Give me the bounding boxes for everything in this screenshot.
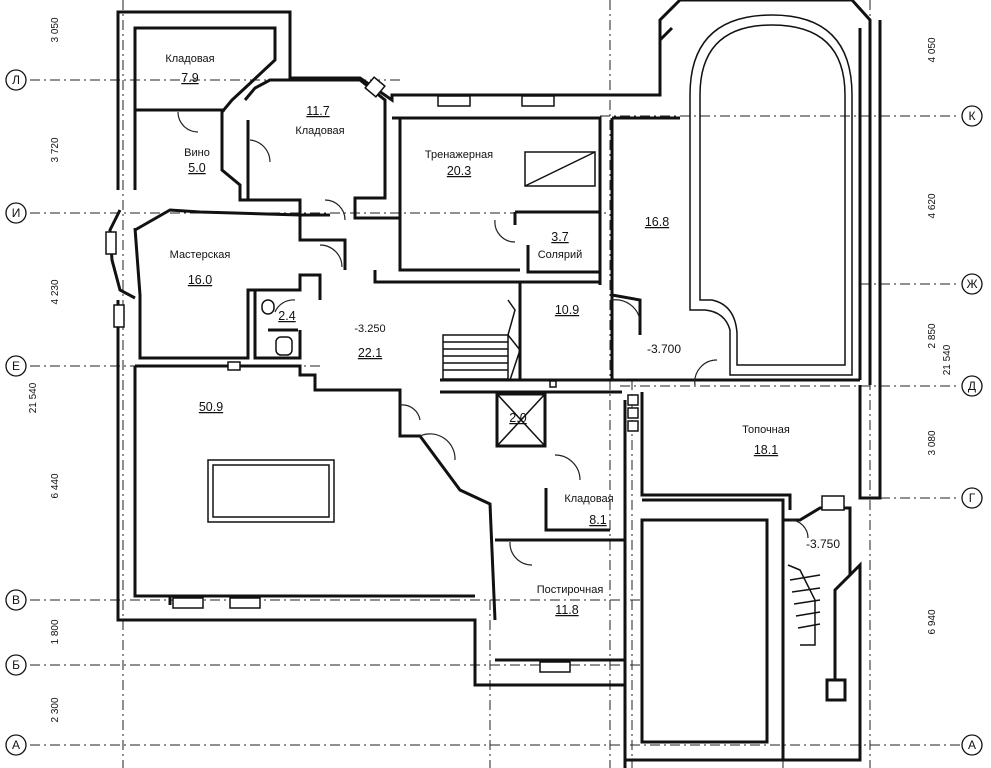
room-exit-level: -3.750	[806, 537, 840, 551]
pool-outline-inner	[699, 24, 846, 366]
room-gym-name: Тренажерная	[425, 149, 493, 161]
dim-right-2: 4 620	[927, 193, 938, 218]
axis-label-i: И	[12, 206, 21, 220]
room-lift-area: 2.0	[509, 411, 526, 425]
pool-outline-outer	[689, 14, 853, 376]
room-wine-area: 5.0	[188, 161, 205, 175]
dim-right-1: 4 050	[927, 37, 938, 62]
axis-bubble-v	[5, 589, 27, 611]
room-stair-area: 10.9	[555, 303, 579, 317]
lift-shaft	[495, 392, 547, 448]
stairs-hall	[442, 299, 521, 381]
axis-label-a-right: А	[968, 738, 976, 752]
room-hall-area: 22.1	[358, 346, 382, 360]
room-hall-level: -3.250	[354, 323, 385, 335]
room-workshop-name: Мастерская	[170, 249, 231, 261]
dim-left-4: 6 440	[50, 473, 61, 498]
room-pool-level: -3.700	[647, 342, 681, 356]
room-boiler-name: Топочная	[742, 424, 790, 436]
room-storage-low-name: Кладовая	[564, 493, 613, 505]
axis-lines	[30, 0, 960, 768]
axis-label-a-left: А	[12, 738, 20, 752]
axis-bubbles-left: Л И Е В Б А	[5, 69, 27, 756]
dim-left-5: 1 800	[50, 619, 61, 644]
dim-left-1: 3 050	[50, 17, 61, 42]
dim-left-6: 2 300	[50, 697, 61, 722]
billiard-table	[207, 459, 335, 523]
room-solarium-name: Солярий	[538, 249, 583, 261]
axis-bubble-zh	[961, 273, 983, 295]
gym-mat	[524, 151, 596, 187]
axis-label-b: Б	[12, 658, 20, 672]
room-storage-low-area: 8.1	[589, 513, 606, 527]
axis-bubbles-right: К Ж Д Г А	[961, 105, 983, 756]
room-storage-top-name: Кладовая	[165, 53, 214, 65]
dim-left-total: 21 540	[28, 382, 39, 413]
axis-label-l: Л	[12, 73, 20, 87]
axis-bubble-b	[5, 654, 27, 676]
room-billiard-area: 50.9	[199, 400, 223, 414]
room-laundry-name: Постирочная	[537, 584, 604, 596]
axis-label-d: Д	[968, 379, 976, 393]
dimensions-right: 4 050 4 620 2 850 21 540 3 080 6 940	[927, 37, 953, 634]
dim-right-4: 3 080	[927, 430, 938, 455]
axis-label-v: В	[12, 593, 20, 607]
room-storage-top-area: 7.9	[181, 71, 198, 85]
room-boiler-area: 18.1	[754, 443, 778, 457]
room-gym-area: 20.3	[447, 164, 471, 178]
room-solarium-area: 3.7	[551, 230, 568, 244]
axis-bubble-k	[961, 105, 983, 127]
axis-label-k: К	[969, 109, 976, 123]
axis-label-g: Г	[969, 491, 976, 505]
axis-bubble-a-right	[961, 734, 983, 756]
doors	[177, 111, 809, 566]
room-laundry-area: 11.8	[555, 603, 578, 617]
dim-right-3: 2 850	[927, 323, 938, 348]
room-labels: Кладовая 7.9 Вино 5.0 11.7 Кладовая Трен…	[165, 53, 840, 617]
room-pool-area: 16.8	[645, 215, 669, 229]
room-wc-area: 2.4	[278, 309, 295, 323]
billiard-table-inner	[212, 464, 330, 518]
axis-bubble-g	[961, 487, 983, 509]
room-wine-name: Вино	[184, 147, 210, 159]
axis-bubble-a-left	[5, 734, 27, 756]
dim-left-3: 4 230	[50, 279, 61, 304]
axis-bubble-i	[5, 202, 27, 224]
axis-bubble-d	[961, 375, 983, 397]
axis-label-e: Е	[12, 359, 20, 373]
column	[825, 678, 847, 702]
axis-bubble-e	[5, 355, 27, 377]
dim-right-5: 6 940	[927, 609, 938, 634]
dim-left-2: 3 720	[50, 137, 61, 162]
axis-bubble-l	[5, 69, 27, 91]
room-storage-mid-name: Кладовая	[295, 125, 344, 137]
axis-label-zh: Ж	[966, 277, 977, 291]
room-workshop-area: 16.0	[188, 273, 212, 287]
garage-pit	[640, 518, 769, 744]
windows	[105, 76, 845, 673]
walls	[108, 0, 882, 768]
dimensions-left: 3 050 3 720 4 230 21 540 6 440 1 800 2 3…	[28, 17, 61, 722]
dim-right-total: 21 540	[942, 344, 953, 375]
room-storage-mid-area: 11.7	[306, 104, 329, 118]
stairs-exit	[787, 564, 821, 646]
